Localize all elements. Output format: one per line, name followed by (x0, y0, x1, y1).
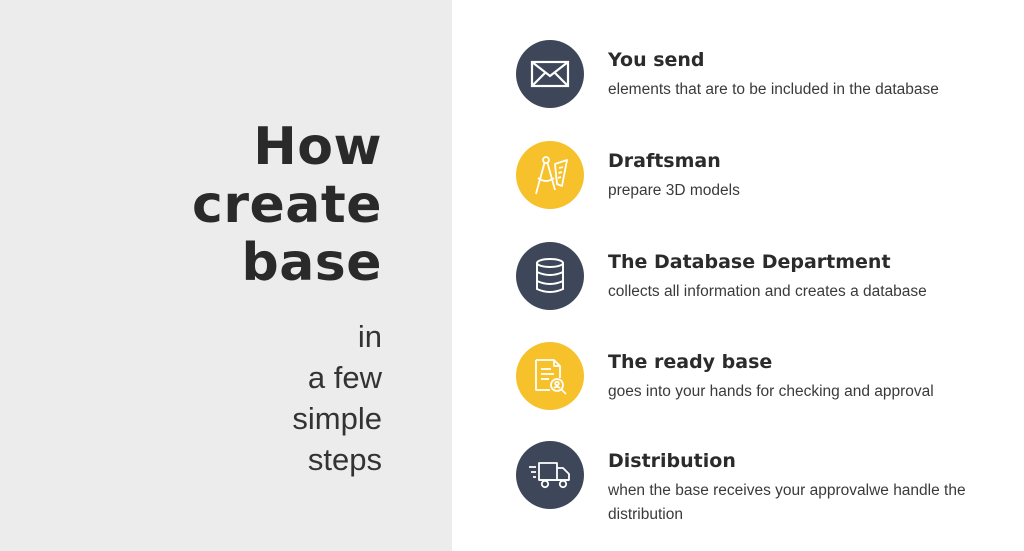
subtitle-line: a few (307, 360, 382, 395)
envelope-icon (516, 40, 584, 108)
delivery-truck-icon (516, 441, 584, 509)
step-description: goes into your hands for checking and ap… (608, 383, 934, 400)
page-title: How create base (192, 118, 382, 292)
title-line: create (192, 175, 382, 235)
subtitle-line: steps (307, 442, 382, 477)
title-line: How (253, 117, 382, 177)
drafting-compass-icon (516, 141, 584, 209)
subtitle-line: in (357, 319, 382, 354)
page-subtitle: in a few simple steps (292, 316, 382, 480)
step-title: The Database Department (608, 251, 891, 273)
step-title: Distribution (608, 450, 736, 472)
step-title: Draftsman (608, 150, 721, 172)
document-search-icon (516, 342, 584, 410)
title-line: base (241, 233, 382, 293)
step-description: when the base receives your approvalwe h… (608, 482, 966, 523)
step-title: You send (608, 49, 705, 71)
subtitle-line: simple (292, 401, 382, 436)
database-icon (516, 242, 584, 310)
step-description: prepare 3D models (608, 182, 740, 199)
step-description: collects all information and creates a d… (608, 283, 927, 300)
left-panel: How create base in a few simple steps (0, 0, 452, 551)
step-title: The ready base (608, 351, 773, 373)
step-description: elements that are to be included in the … (608, 81, 939, 98)
